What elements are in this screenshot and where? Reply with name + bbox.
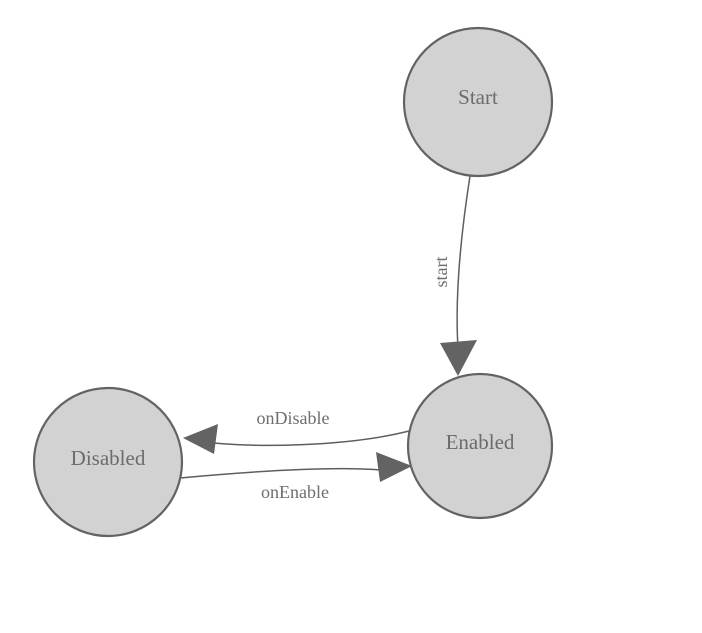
edge-enabled-to-disabled-arrowhead bbox=[183, 424, 218, 454]
node-disabled-label: Disabled bbox=[71, 446, 146, 470]
edge-label-on-enable: onEnable bbox=[261, 482, 329, 502]
node-start-label: Start bbox=[458, 85, 498, 109]
node-start-circle bbox=[402, 26, 554, 178]
edge-disabled-to-enabled-path bbox=[179, 467, 382, 479]
node-disabled-circle bbox=[32, 386, 184, 538]
edge-disabled-to-enabled[interactable] bbox=[179, 452, 412, 482]
node-enabled[interactable]: Enabled bbox=[406, 372, 554, 520]
edge-start-to-enabled-arrowhead bbox=[440, 340, 477, 376]
edge-label-on-disable: onDisable bbox=[257, 408, 330, 428]
edge-enabled-to-disabled[interactable] bbox=[183, 424, 410, 454]
edge-start-to-enabled[interactable] bbox=[440, 175, 477, 376]
node-disabled[interactable]: Disabled bbox=[32, 386, 184, 538]
node-enabled-label: Enabled bbox=[446, 430, 515, 454]
edge-enabled-to-disabled-path bbox=[195, 430, 410, 447]
node-start[interactable]: Start bbox=[402, 26, 554, 178]
node-enabled-circle bbox=[406, 372, 554, 520]
edge-disabled-to-enabled-arrowhead bbox=[376, 452, 412, 482]
edge-label-start: start bbox=[431, 257, 451, 288]
edge-start-to-enabled-path bbox=[456, 175, 471, 349]
